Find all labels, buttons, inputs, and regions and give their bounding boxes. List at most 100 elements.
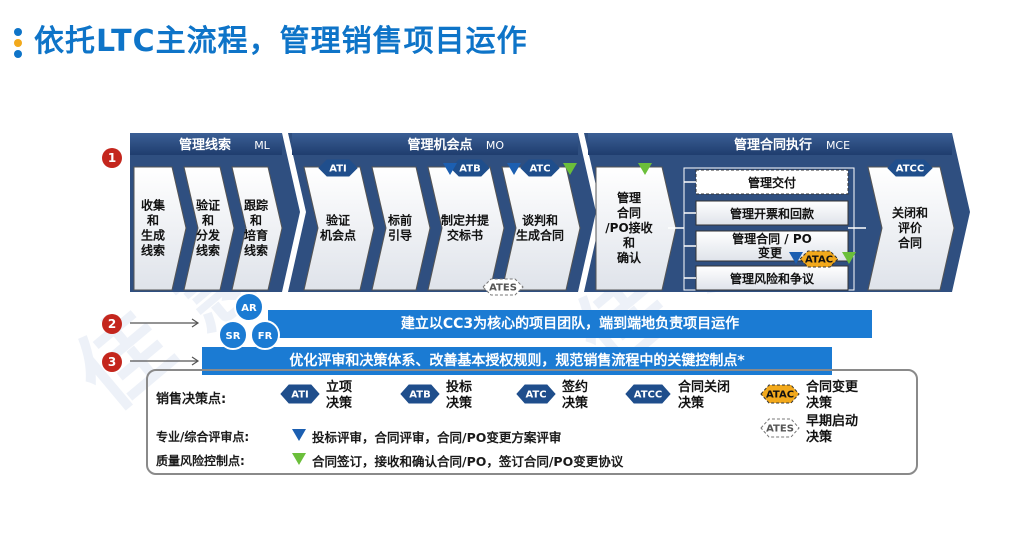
review-triangle-icon [443,163,457,175]
svg-text:ATB: ATB [459,164,480,175]
legend-decision-text: 早期启动 [806,413,858,429]
legend-decision-text: 决策 [806,429,833,445]
number-marker-2: 2 [102,314,122,334]
svg-text:ATB: ATB [409,390,430,401]
step-verify-leads-label: 线索 [196,243,220,258]
quality-triangle-icon [638,163,652,175]
legend-decision-text: 签约 [561,379,588,395]
tag-ati-icon: ATI [318,159,358,177]
step-track-leads-label: 培育 [244,228,268,243]
legend-decision-text: 决策 [326,395,353,411]
svg-text:ATI: ATI [329,164,347,175]
number-marker-3: 3 [102,352,122,372]
step-track-leads-label: 和 [249,213,262,228]
legend-decision-text: 合同关闭 [678,379,730,395]
svg-text:管理风险和争议: 管理风险和争议 [730,271,815,286]
svg-text:ATC: ATC [525,390,546,401]
role-fr [250,320,280,350]
role-sr [218,320,248,350]
role-ar [234,292,264,322]
role-circles: AR SR FR [218,292,280,350]
svg-text:管理开票和回款: 管理开票和回款 [730,206,815,221]
legend-decision-text: 决策 [562,395,589,411]
tag-atb-icon: ATB [450,159,490,177]
step-pre-bid-guidance-label: 标前 [387,213,412,228]
step-track-leads-label: 线索 [244,243,268,258]
step-contract-receive-label: /PO接收 [605,220,652,235]
substep-change-line1: 管理合同 / PO [732,231,812,246]
substep-connectors [668,181,866,279]
phase-mo-title: 管理机会点 [407,137,472,153]
legend-decision-text: 投标 [446,379,472,395]
svg-text:ATES: ATES [489,283,517,294]
step-verify-leads-label: 和 [201,213,214,228]
legend-decision-text: 决策 [678,395,705,411]
number-marker-1: 1 [102,148,122,168]
legend-tag-atb-icon: ATB [400,384,440,404]
step-pre-bid-guidance-label: 引导 [388,228,412,243]
svg-text:FR: FR [258,331,273,342]
phase-mce-code: MCE [826,139,850,152]
step-verify-opportunity-label: 验证 [326,213,350,228]
band-arrows [130,318,200,366]
band-project-team: 建立以CC3为核心的项目团队，端到端地负责项目运作 [268,310,872,338]
substep-risk[interactable]: 管理风险和争议 [695,265,849,291]
step-collect-leads-label: 生成 [141,228,165,243]
substep-change-line2: 变更 [758,245,783,260]
legend-review-text: 投标评审，合同评审，合同/PO变更方案评审 [312,430,562,445]
phase-ml-code: ML [254,139,270,152]
legend-decision-text: 立项 [326,379,352,395]
substep-change[interactable]: 管理合同 / PO 变更 [695,230,849,262]
step-verify-leads-label: 分发 [196,228,221,243]
step-contract-receive-label: 管理 [617,190,641,205]
phase-mo-code: MO [486,139,504,152]
legend-tag-ates-icon: ATES [760,418,800,438]
tag-atac-icon: ATAC [799,250,839,268]
step-close-evaluate-label: 合同 [898,235,922,250]
step-prepare-bid-label: 交标书 [447,228,483,243]
quality-triangle-icon [842,252,856,264]
title-bullet-icon [14,28,24,61]
svg-text:管理交付: 管理交付 [748,175,796,190]
substep-billing[interactable]: 管理开票和回款 [695,200,849,226]
legend-quality-text: 合同签订，接收和确认合同/PO，签订合同/PO变更协议 [312,454,624,469]
tag-atc-icon: ATC [520,159,560,177]
svg-text:ATCC: ATCC [896,164,924,175]
svg-text:ATES: ATES [766,424,794,435]
review-triangle-icon [507,163,521,175]
legend-decision-text: 合同变更 [806,379,859,395]
legend-tag-atac-icon: ATAC [760,384,800,404]
svg-text:ATI: ATI [291,390,309,401]
substep-delivery[interactable]: 管理交付 [695,169,849,195]
step-negotiate-contract-label: 谈判和 [522,213,558,228]
step-contract-receive-label: 和 [622,235,635,250]
svg-text:ATAC: ATAC [766,390,794,401]
svg-text:ATAC: ATAC [805,255,833,266]
page-title: 依托LTC主流程，管理销售项目运作 [34,24,528,59]
tag-ates-icon: ATES [482,278,524,296]
step-collect-leads-label: 收集 [141,198,166,213]
legend-decision-text: 决策 [806,395,833,411]
phase-ml-title: 管理线索 [179,137,231,153]
legend-panel [146,369,918,475]
step-verify-leads-label: 验证 [196,198,220,213]
step-track-leads-label: 跟踪 [244,198,268,213]
svg-text:ATC: ATC [529,164,550,175]
svg-text:SR: SR [226,331,241,342]
step-close-evaluate-label: 关闭和 [892,205,928,220]
legend-review-label: 专业/综合评审点: [156,430,250,444]
step-contract-receive-label: 合同 [617,205,641,220]
step-prepare-bid-label: 制定并提 [441,213,490,228]
step-verify-opportunity-label: 机会点 [320,228,356,243]
